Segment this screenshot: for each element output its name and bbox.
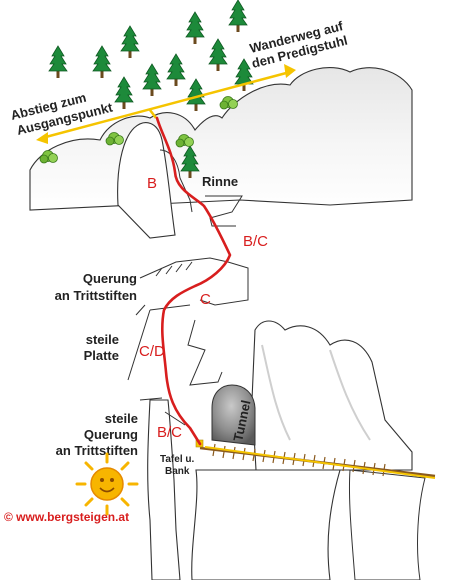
tunnel: Tunnel bbox=[211, 384, 256, 446]
slab-left bbox=[127, 304, 191, 381]
pine-tree-icon bbox=[208, 38, 228, 72]
pine-tree-icon bbox=[166, 53, 186, 87]
base-rock bbox=[191, 469, 341, 580]
steep-traverse-label-line1: steile bbox=[105, 411, 138, 426]
slab-right bbox=[187, 319, 223, 386]
pine-tree-icon bbox=[120, 25, 140, 59]
traverse-pins bbox=[155, 261, 193, 277]
traverse-ledge bbox=[139, 257, 249, 306]
pine-tree-icon bbox=[228, 0, 248, 33]
grade-lower: C/D bbox=[139, 343, 165, 360]
grade-labels: B B/C C C/D B/C bbox=[139, 175, 268, 441]
credit-text: © www.bergsteigen.at bbox=[4, 510, 129, 524]
grade-bottom: B/C bbox=[157, 424, 182, 441]
pine-tree-icon bbox=[92, 45, 112, 79]
base-rock-right bbox=[348, 469, 426, 580]
gully-label: Rinne bbox=[202, 174, 238, 189]
sign-label-line2: Bank bbox=[165, 466, 190, 477]
left-pillar bbox=[117, 122, 176, 239]
sun-icon bbox=[75, 452, 139, 516]
pine-tree-icon bbox=[185, 11, 205, 45]
traverse-label-line2: an Trittstiften bbox=[55, 288, 137, 303]
trail-arrow-right bbox=[284, 64, 296, 78]
trail-arrow-left bbox=[36, 132, 48, 144]
trail-line bbox=[41, 70, 291, 140]
grade-middle: C bbox=[200, 291, 211, 308]
tunnel-portal bbox=[211, 384, 256, 446]
pine-tree-icon bbox=[142, 63, 162, 97]
climbing-route bbox=[155, 116, 232, 446]
pine-tree-icon bbox=[48, 45, 68, 79]
pine-tree-icon bbox=[114, 76, 134, 110]
right-cliff-shade bbox=[261, 344, 371, 441]
steep-traverse-label-line3: an Trittstiften bbox=[56, 443, 138, 458]
trail-junction bbox=[149, 109, 157, 119]
steep-traverse-label-line2: Querung bbox=[84, 427, 138, 442]
grade-top: B bbox=[147, 175, 157, 192]
sign-label-line1: Tafel u. bbox=[160, 454, 194, 465]
approach-path bbox=[204, 446, 436, 479]
grade-upper: B/C bbox=[243, 233, 268, 250]
bush-icon bbox=[219, 96, 238, 110]
rock-formation bbox=[29, 67, 426, 580]
slab-label-line1: steile bbox=[86, 332, 119, 347]
slab-label-line2: Platte bbox=[84, 348, 119, 363]
gully-wall-left bbox=[159, 149, 193, 213]
hiking-trail bbox=[36, 64, 296, 144]
right-cliff bbox=[251, 320, 413, 471]
traverse-label-line1: Querung bbox=[83, 271, 137, 286]
lower-pillar bbox=[147, 399, 181, 580]
ledge-lines bbox=[139, 397, 340, 471]
